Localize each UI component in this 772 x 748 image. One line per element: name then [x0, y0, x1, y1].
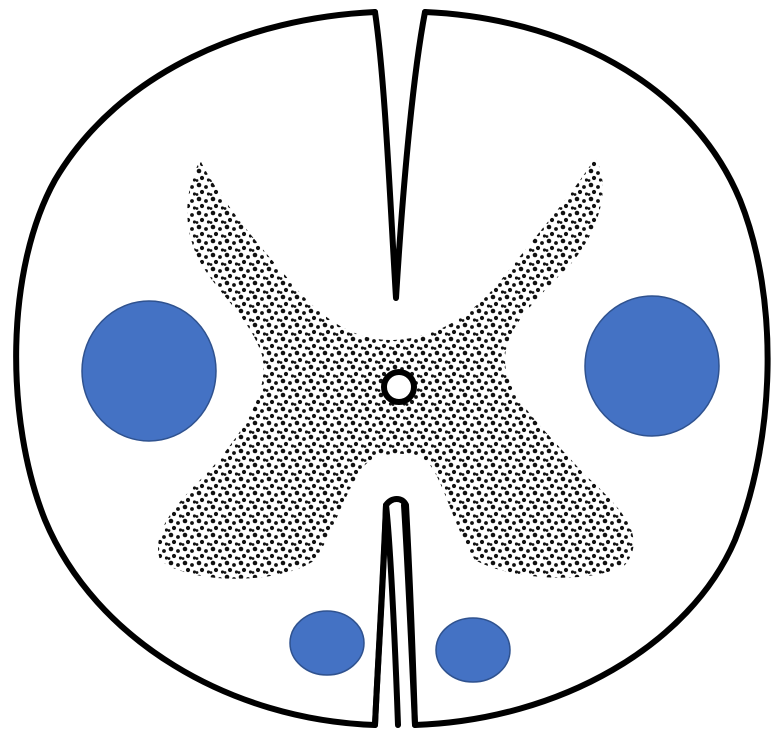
dorsal-median-fissure [375, 12, 425, 298]
left-lateral-marker [82, 301, 216, 441]
right-lateral-marker [585, 296, 719, 436]
right-ventral-marker [436, 618, 510, 682]
central-canal [384, 372, 414, 402]
left-ventral-marker [290, 611, 364, 675]
